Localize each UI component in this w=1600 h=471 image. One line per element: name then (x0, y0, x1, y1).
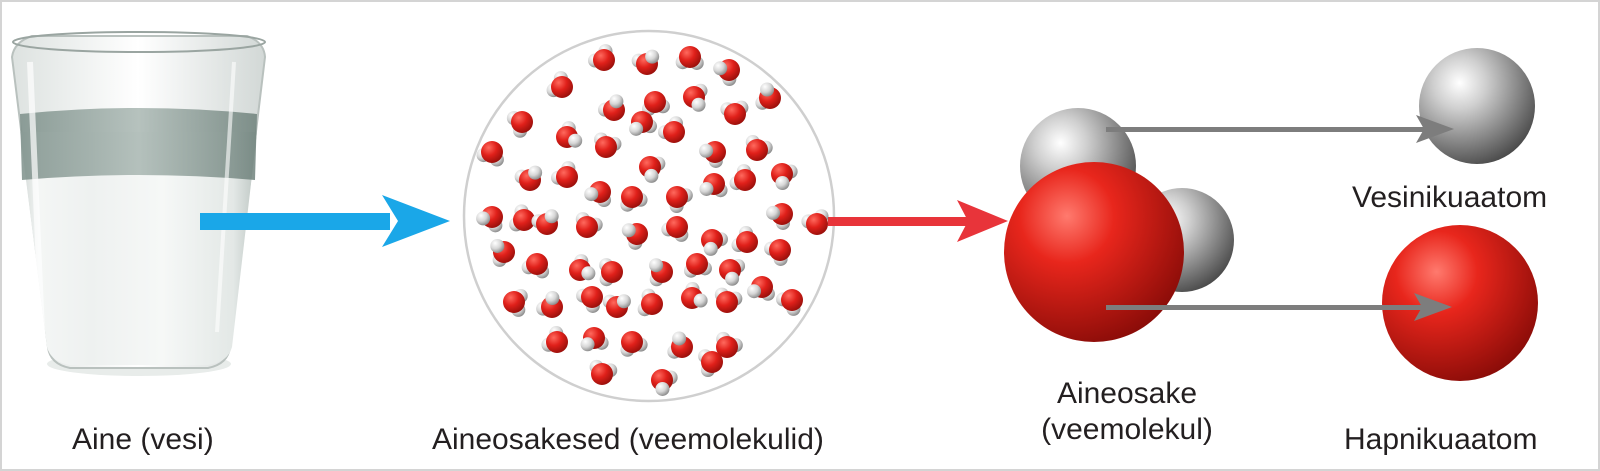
small-water-molecule (683, 83, 708, 112)
particles-to-molecule-arrow (828, 200, 1008, 242)
small-water-molecule (667, 331, 693, 359)
water-molecule-icon (1004, 108, 1234, 342)
small-water-molecule (629, 111, 657, 136)
small-water-molecule (764, 239, 791, 266)
small-water-molecule (476, 141, 504, 167)
small-water-molecule (666, 186, 693, 213)
small-water-molecule (569, 254, 596, 281)
small-water-molecule (503, 289, 528, 317)
small-water-molecule (639, 156, 666, 183)
small-water-molecule (699, 173, 728, 198)
hydrogen-atom-label: Vesinikuaatom (1352, 181, 1548, 214)
small-water-molecule (637, 288, 663, 317)
small-water-molecule (714, 287, 743, 313)
particle-label-line2: (veemolekul) (1041, 413, 1213, 446)
small-water-molecule (476, 206, 503, 233)
substance-to-particles-arrow (200, 195, 450, 247)
small-water-molecule (621, 223, 648, 250)
small-water-molecule (588, 44, 615, 71)
small-water-molecule (536, 291, 563, 318)
small-water-molecule (729, 164, 756, 191)
small-water-molecule (698, 349, 723, 378)
small-water-molecule (556, 121, 583, 148)
small-water-molecule (719, 258, 746, 286)
small-water-molecule (681, 282, 708, 309)
small-water-molecule (661, 216, 689, 242)
small-water-molecule (776, 289, 803, 316)
small-water-molecule (594, 132, 622, 158)
hydrogen-atom-sphere (1419, 48, 1535, 164)
small-water-molecule (747, 276, 775, 301)
small-water-molecule (598, 94, 625, 121)
small-water-molecule (546, 71, 573, 98)
molecule-field (476, 44, 829, 396)
small-water-molecule (620, 186, 648, 212)
molecules-circle (462, 29, 836, 403)
small-water-molecule (658, 116, 685, 143)
small-water-molecule (514, 165, 543, 191)
particle-label: Aineosake (veemolekul) (1012, 376, 1242, 448)
oxygen-atom-sphere (1382, 225, 1538, 381)
small-water-molecule (506, 111, 533, 138)
small-water-molecule (649, 258, 673, 287)
substance-label: Aine (vesi) (72, 423, 214, 456)
oxygen-atom-label: Hapnikuaatom (1344, 423, 1538, 456)
small-water-molecule (531, 209, 559, 235)
small-water-molecule (713, 59, 740, 86)
small-water-molecule (589, 359, 618, 385)
small-water-molecule (699, 141, 726, 168)
small-water-molecule (602, 294, 631, 318)
small-water-molecule (620, 331, 648, 357)
small-water-molecule (684, 253, 712, 278)
oxygen-pointer-arrow (1106, 293, 1452, 321)
particle-label-line1: Aineosake (1056, 377, 1198, 410)
small-water-molecule (745, 135, 773, 161)
small-water-molecule (766, 203, 793, 230)
small-water-molecule (580, 327, 609, 352)
small-water-molecule (642, 91, 670, 116)
small-water-molecule (716, 331, 743, 358)
small-water-molecule (771, 163, 798, 190)
small-water-molecule (701, 229, 728, 256)
small-water-molecule (584, 181, 612, 208)
small-water-molecule (720, 100, 749, 125)
small-water-molecule (801, 209, 829, 235)
water-glass-icon (10, 31, 267, 376)
small-water-molecule (575, 212, 603, 238)
small-water-molecule (551, 161, 578, 188)
small-water-molecule (731, 226, 758, 253)
small-water-molecule (675, 46, 704, 70)
small-water-molecule (490, 238, 515, 267)
small-water-molecule (541, 326, 568, 353)
small-water-molecule (576, 286, 603, 313)
hydrogen-pointer-arrow (1106, 115, 1454, 143)
small-water-molecule (521, 253, 550, 279)
small-water-molecule (631, 49, 660, 75)
small-water-molecule (509, 204, 535, 232)
particles-label: Aineosakesed (veemolekulid) (432, 423, 824, 456)
small-water-molecule (651, 369, 678, 396)
small-water-molecule (755, 82, 781, 110)
small-water-molecule (599, 258, 623, 287)
